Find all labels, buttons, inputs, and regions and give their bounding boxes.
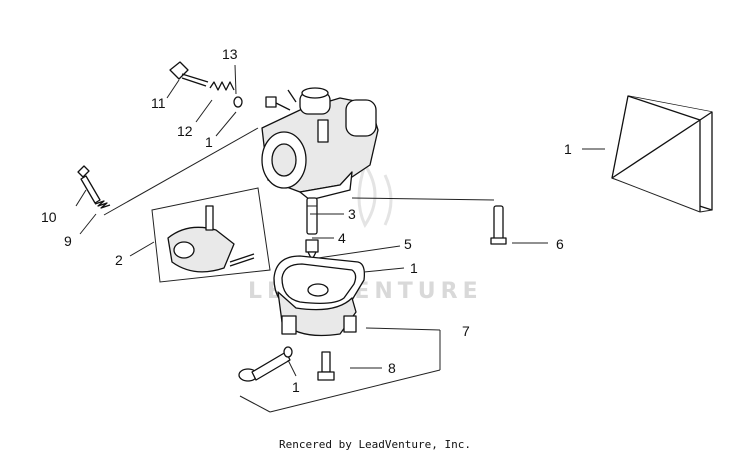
callout-6: 6 bbox=[556, 236, 564, 252]
part-needle-4 bbox=[305, 239, 319, 261]
callout-2: 2 bbox=[115, 252, 123, 268]
part-choke-screw bbox=[169, 61, 209, 87]
part-float-assembly bbox=[151, 187, 271, 283]
callout-10: 10 bbox=[41, 209, 57, 225]
part-bolt-8 bbox=[317, 351, 335, 381]
callout-3: 3 bbox=[348, 206, 356, 222]
part-oring-13 bbox=[233, 96, 243, 108]
part-spring-12 bbox=[209, 81, 235, 91]
callout-1-gasket: 1 bbox=[410, 260, 418, 276]
part-booklet bbox=[611, 95, 713, 213]
part-drain-screw bbox=[238, 346, 293, 382]
callout-1: 1 bbox=[564, 141, 572, 157]
callout-11: 11 bbox=[151, 95, 166, 111]
part-jet-3 bbox=[306, 197, 318, 235]
callout-13: 13 bbox=[222, 46, 238, 62]
callout-7: 7 bbox=[462, 323, 470, 339]
callout-1-oring: 1 bbox=[205, 134, 213, 150]
part-carburetor-body bbox=[261, 87, 379, 201]
leader-lines bbox=[75, 64, 605, 413]
callout-4: 4 bbox=[338, 230, 346, 246]
callout-9: 9 bbox=[64, 233, 72, 249]
part-idle-screw bbox=[77, 165, 101, 204]
callout-1-drain: 1 bbox=[292, 379, 300, 395]
callout-5: 5 bbox=[404, 236, 412, 252]
callout-8: 8 bbox=[388, 360, 396, 376]
footer-credit: Rencered by LeadVenture, Inc. bbox=[278, 438, 472, 451]
callout-labels: 1 11 12 13 1 10 9 2 3 4 5 6 1 7 8 1 bbox=[41, 46, 572, 395]
part-float-bowl bbox=[273, 255, 366, 337]
callout-12: 12 bbox=[177, 123, 193, 139]
part-bolt-6 bbox=[490, 205, 507, 245]
part-spring-9 bbox=[94, 200, 111, 209]
